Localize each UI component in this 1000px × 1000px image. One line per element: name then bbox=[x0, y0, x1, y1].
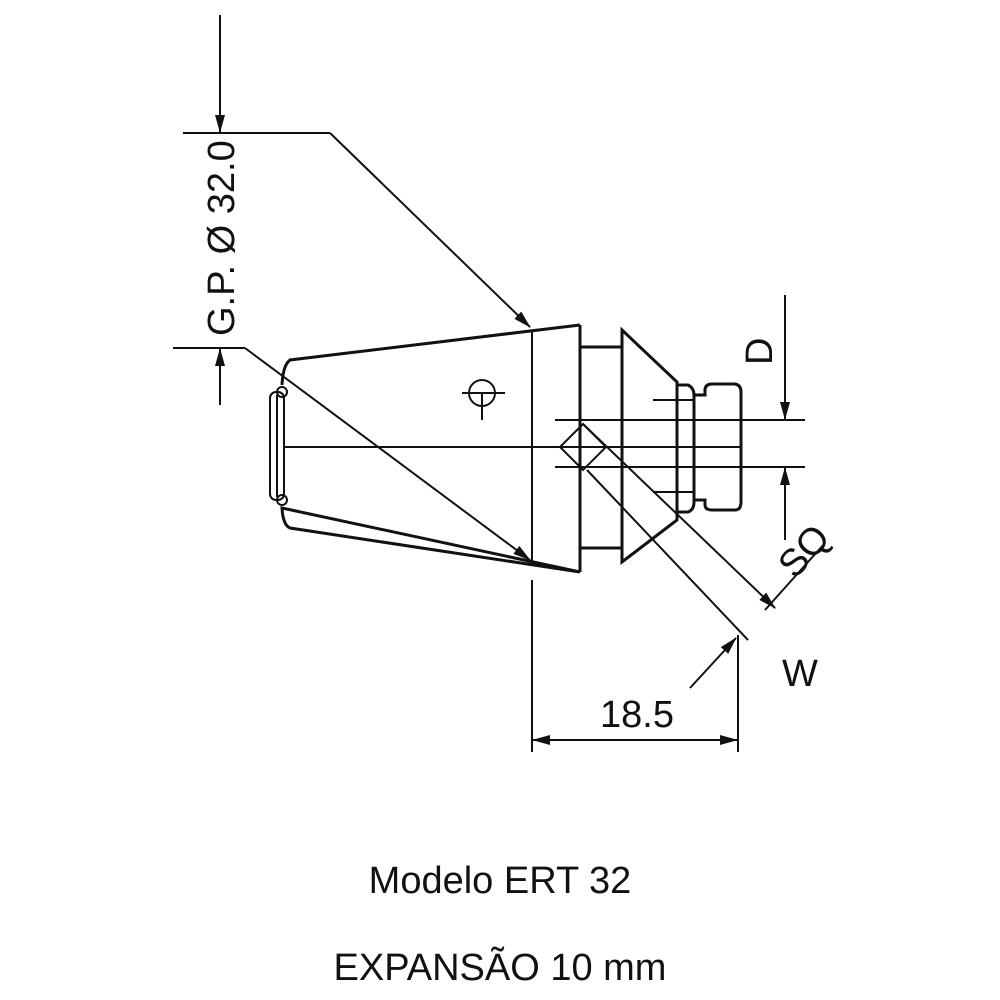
hole-symbol-icon bbox=[462, 379, 505, 420]
w-label: W bbox=[782, 653, 818, 695]
gp-label: G.P. Ø 32.0 bbox=[201, 140, 243, 336]
expansion-caption: EXPANSÃO 10 mm bbox=[333, 947, 667, 989]
length-dimension: 18.5 bbox=[531, 580, 739, 752]
d-dimension: D bbox=[555, 295, 805, 540]
gp-dimension: G.P. Ø 32.0 bbox=[173, 15, 531, 561]
sq-label: SQ bbox=[770, 517, 838, 586]
length-label: 18.5 bbox=[600, 694, 674, 736]
d-label: D bbox=[739, 338, 781, 365]
collet-body bbox=[269, 323, 582, 574]
collet-neck bbox=[580, 326, 743, 566]
model-caption: Modelo ERT 32 bbox=[368, 860, 632, 902]
